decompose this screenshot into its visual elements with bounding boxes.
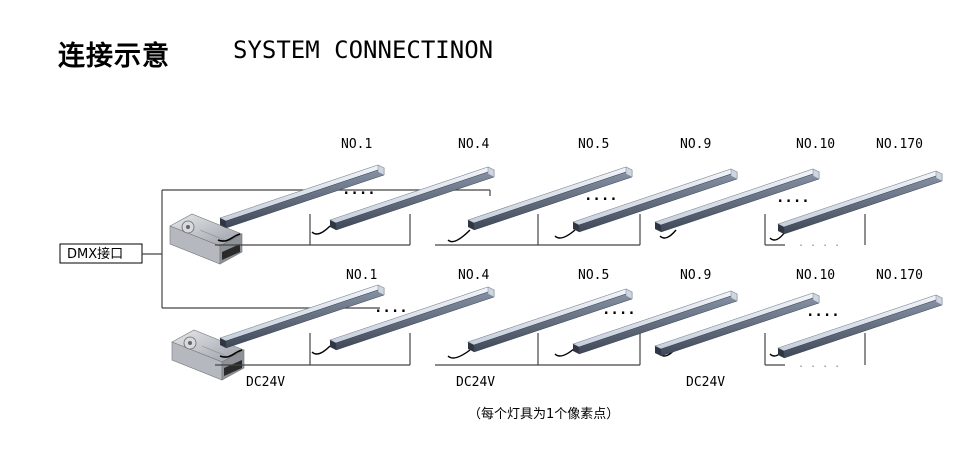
- dmx-interface-label: DMX接口: [67, 246, 123, 262]
- light-bar: [654, 168, 820, 233]
- fixture-label-no9: NO.9: [680, 268, 711, 283]
- light-bar: [467, 288, 633, 353]
- power-supply-row2: [171, 329, 245, 381]
- dmx-interface: DMX接口: [59, 243, 143, 264]
- fixture-label-no4: NO.4: [458, 137, 489, 152]
- ellipsis: ....: [602, 302, 636, 318]
- row-wiring: [215, 189, 866, 366]
- fixture-label-no170: NO.170: [876, 137, 923, 152]
- ellipsis-light: . . . .: [798, 359, 840, 370]
- dc-label: DC24V: [456, 375, 495, 390]
- light-bar: [219, 164, 385, 229]
- light-bar: [654, 292, 820, 357]
- light-bar: [572, 168, 738, 233]
- title-chinese: 连接示意: [58, 41, 170, 72]
- light-bar: [777, 170, 943, 235]
- fixture-label-no1: NO.1: [341, 137, 372, 152]
- fixture-label-no10: NO.10: [796, 137, 835, 152]
- light-bar: [572, 290, 738, 355]
- fixture-label-no5: NO.5: [578, 137, 609, 152]
- power-supply-row1: [169, 213, 243, 265]
- light-bar: [329, 166, 495, 231]
- fixture-labels-row1: NO.1 NO.4 NO.5 NO.9 NO.10 NO.170: [341, 137, 923, 152]
- ellipsis: ....: [806, 304, 840, 320]
- ellipsis: ....: [342, 182, 376, 198]
- light-bar: [777, 294, 943, 359]
- light-bar: [219, 284, 385, 349]
- fixture-label-no4: NO.4: [458, 268, 489, 283]
- fixture-label-no1: NO.1: [346, 268, 377, 283]
- dc-label: DC24V: [246, 375, 285, 390]
- dc-labels: DC24V DC24V DC24V: [246, 375, 725, 390]
- ellipsis: ....: [374, 300, 408, 316]
- light-bar: [329, 286, 495, 351]
- ellipsis-row1: .... .... .... . . . .: [342, 182, 840, 249]
- fixture-label-no10: NO.10: [796, 268, 835, 283]
- dmx-wiring: [142, 189, 270, 309]
- fixture-label-no5: NO.5: [578, 268, 609, 283]
- footnote: （每个灯具为1个像素点）: [468, 406, 619, 422]
- fixture-label-no9: NO.9: [680, 137, 711, 152]
- fixture-labels-row2: NO.1 NO.4 NO.5 NO.9 NO.10 NO.170: [346, 268, 923, 283]
- light-bar: [467, 166, 633, 231]
- light-bars: [219, 164, 943, 359]
- ellipsis: ....: [584, 188, 618, 204]
- dc-label: DC24V: [686, 375, 725, 390]
- ellipsis-light: . . . .: [798, 238, 840, 249]
- title-english: SYSTEM CONNECTINON: [233, 36, 494, 64]
- ellipsis: ....: [776, 190, 810, 206]
- fixture-label-no170: NO.170: [876, 268, 923, 283]
- ellipsis-row2: .... .... .... . . . .: [374, 300, 840, 370]
